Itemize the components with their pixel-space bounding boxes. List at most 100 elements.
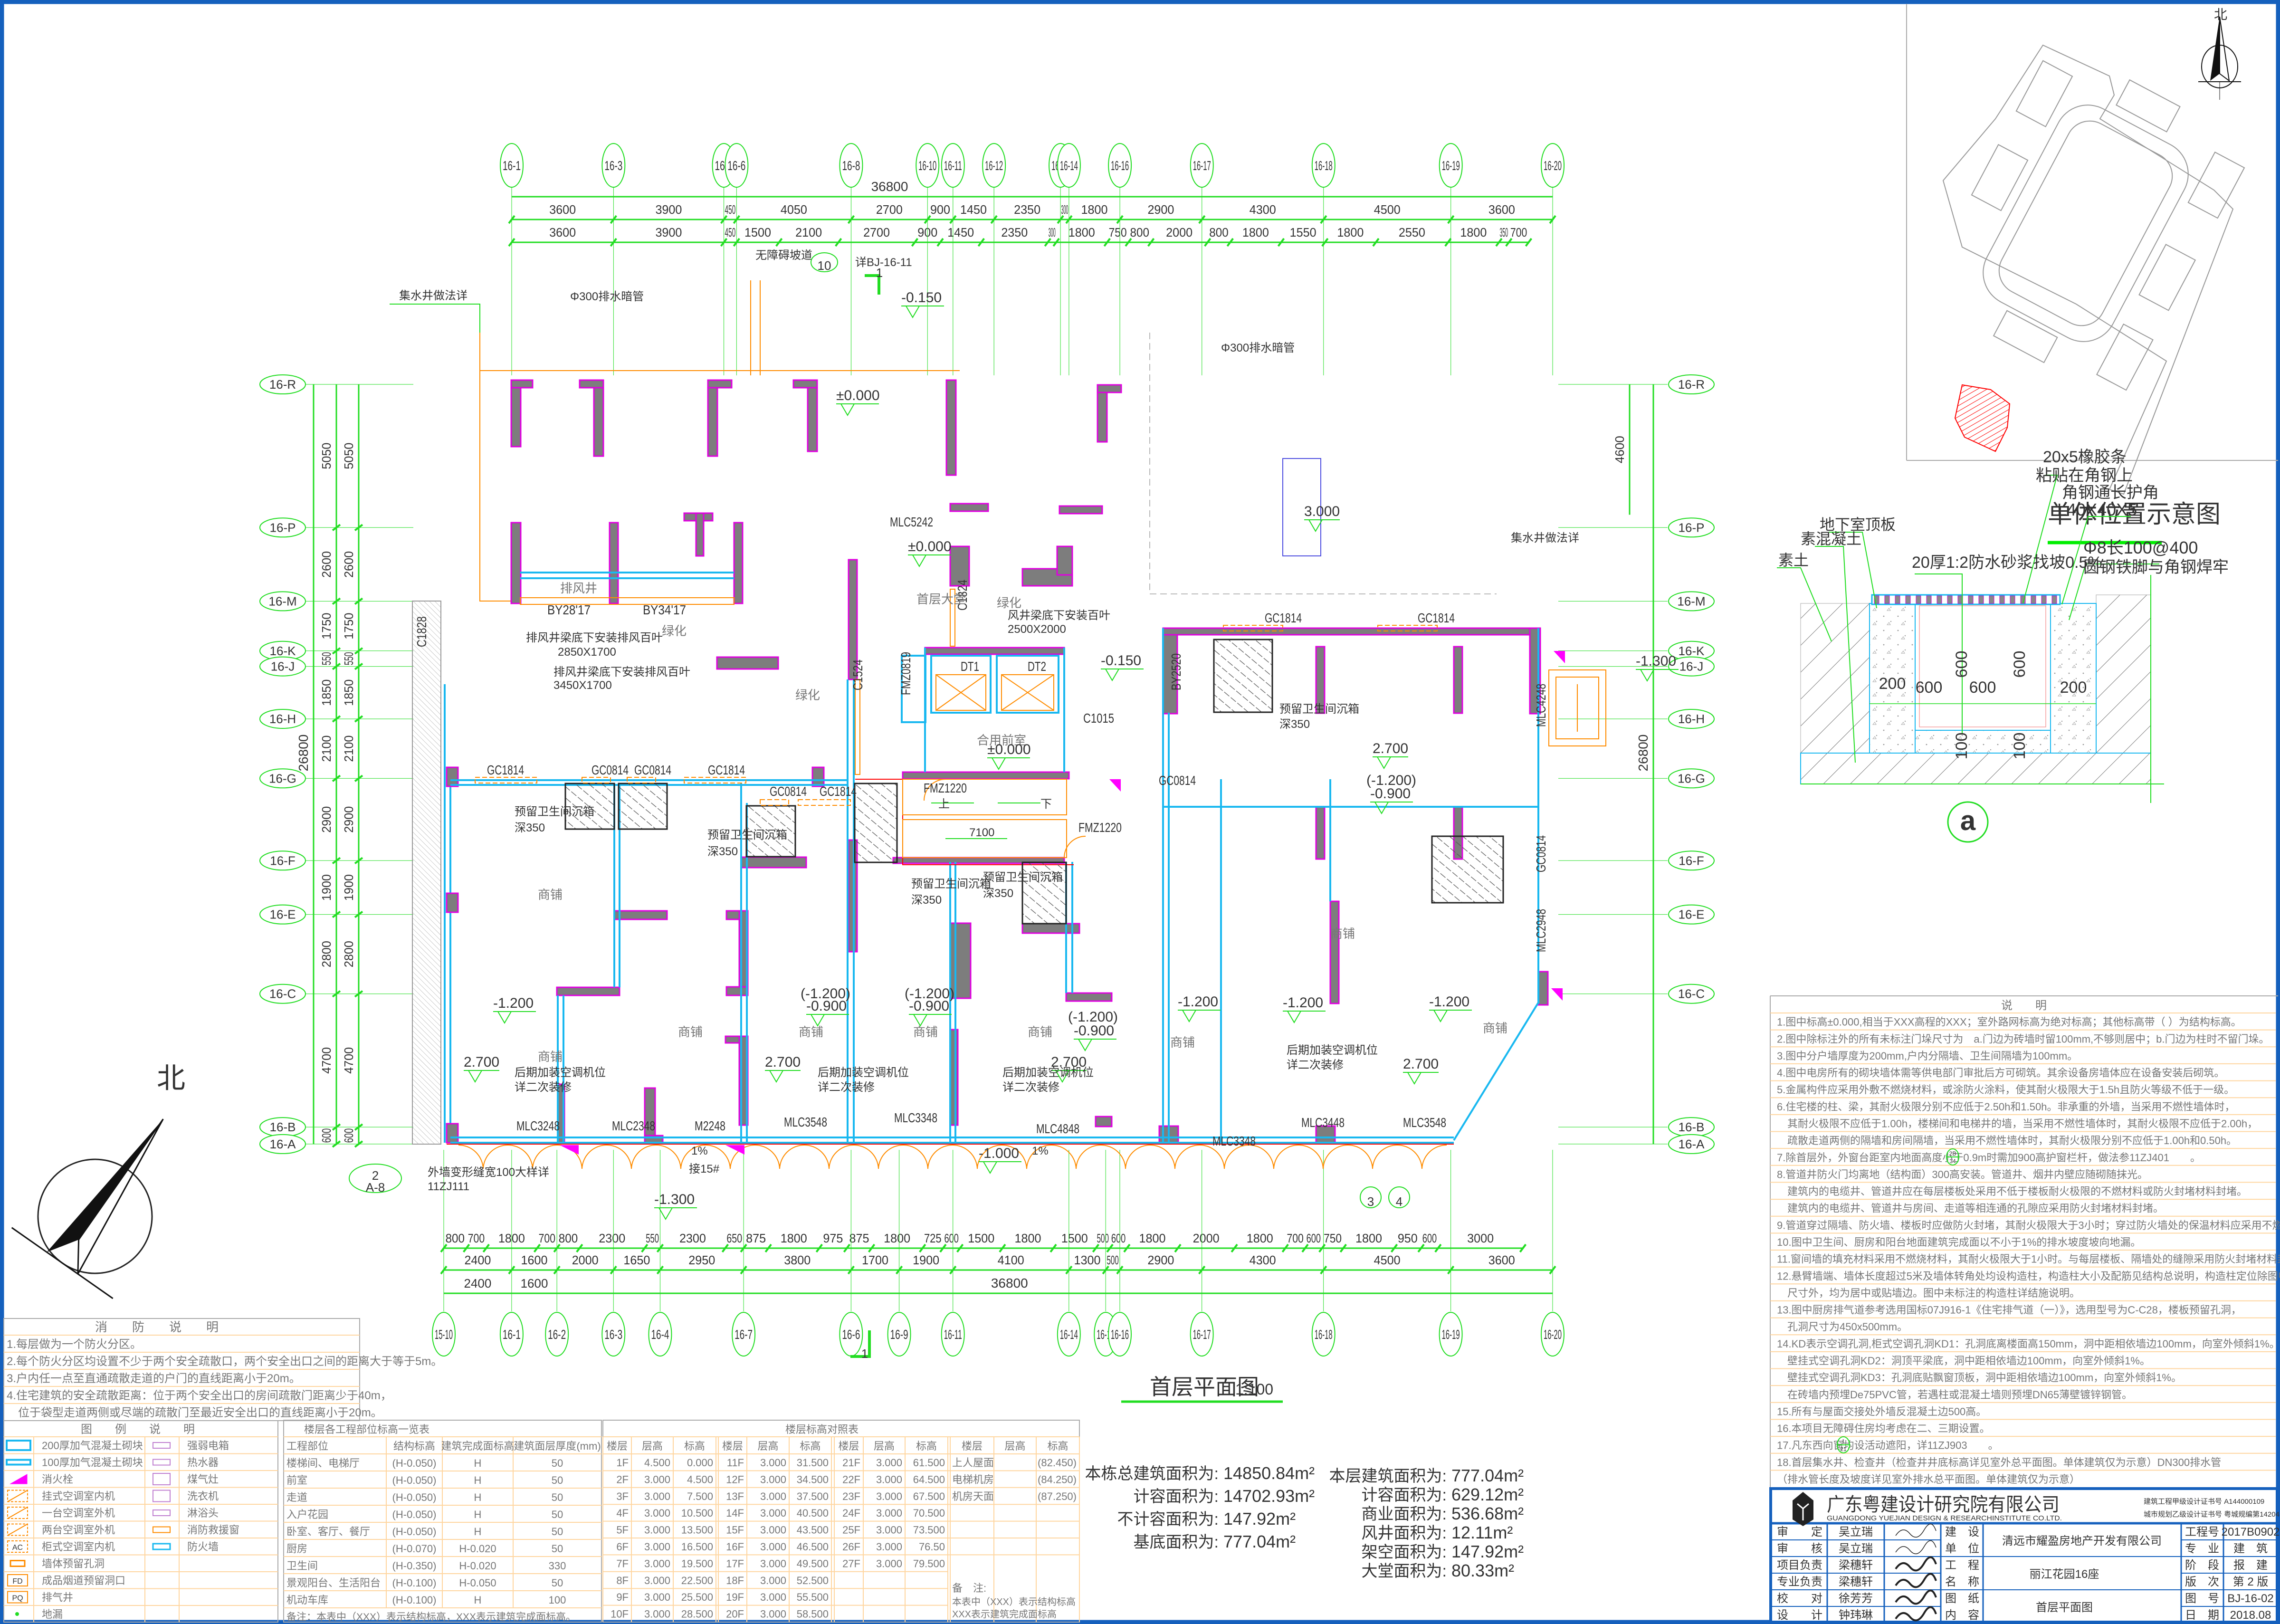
door-window-tag: DT1 [961, 659, 979, 674]
dimension-tick [843, 1243, 851, 1253]
dimension-label: 550 [342, 652, 356, 665]
drain-pipe [1149, 333, 1497, 594]
dimension-tick [956, 1243, 964, 1253]
door-window-tag: GC1814 [487, 763, 524, 777]
plan-note: 预留卫生间沉箱 [911, 878, 991, 890]
axis-bubble [1439, 143, 1463, 188]
elevation-label: 3.000 [1304, 504, 1340, 519]
door-window-tag: BY34'17 [643, 602, 686, 617]
block-200-icon [6, 1440, 31, 1451]
dimension-label: 4700 [319, 1047, 334, 1074]
signature [1895, 1556, 1937, 1572]
grating-bar [1895, 595, 1900, 604]
dimension-label: 725 [924, 1231, 942, 1245]
dimension-label: 800 [446, 1231, 465, 1245]
axis-label: 16-P [1679, 520, 1705, 535]
dimension-tick [1495, 238, 1503, 247]
reference-top: 2B [1949, 1150, 1956, 1157]
company-name-en: GUANGDONG YUEJIAN DESIGN & RESEARCHINSTI… [1827, 1514, 2062, 1522]
door-swing [1100, 1145, 1151, 1169]
axis-label: 16-J [1679, 659, 1704, 674]
dimension-tick [919, 1243, 926, 1253]
dimension-label: 2300 [679, 1231, 706, 1245]
table-cell: 3.000 [760, 1507, 786, 1519]
note-line: 6.住宅楼的柱、梁，其耐火极限分别不应低于2.50h和1.50h。非承重的外墙，… [1777, 1101, 2235, 1113]
dimension-label: 1900 [319, 874, 334, 901]
axis-bubble [1668, 904, 1715, 925]
dimension-label: 700 [1287, 1231, 1303, 1245]
structural-walls [446, 379, 1549, 1144]
axis-bubble [1108, 143, 1132, 188]
room-label: 商铺 [799, 1025, 823, 1039]
certificate-1: 建筑工程甲级设计证书号 A144000109 [2144, 1498, 2264, 1506]
legend-label: 地漏 [42, 1608, 63, 1620]
dimension-label: 2900 [1147, 202, 1174, 217]
elevation-marker [1636, 669, 1679, 682]
axis-label: 16-2 [548, 1327, 566, 1342]
table-cell: 26F [842, 1541, 860, 1553]
table-header: 标高 [916, 1440, 937, 1452]
dimension-label: 3800 [784, 1253, 811, 1267]
table-cell: H [474, 1509, 482, 1520]
podium-outline [479, 333, 518, 602]
note-line: 4.图中电房所有的砌块墙体需等供电部门审批后方可砌筑。其余设备房墙体应在设备安装… [1777, 1067, 2224, 1079]
role-label: 审 定 [1777, 1526, 1822, 1538]
icon-stroke [7, 1490, 28, 1502]
note-line: 12.悬臂墙端、墙体长度超过5米及墙体转角处均设构造柱，构造柱大小及配筋见结构总… [1777, 1270, 2280, 1282]
meta-label: 图 号 [2185, 1592, 2219, 1605]
table-cell: H [474, 1526, 482, 1538]
table-cell: (H-0.100) [392, 1594, 437, 1606]
dimension-label: 875 [746, 1231, 766, 1245]
axis-label: 16-1 [503, 158, 521, 173]
plan-note: 预留卫生间沉箱 [707, 829, 787, 841]
plan-note: 深350 [911, 894, 942, 907]
door-window-tag: GC0814 [591, 763, 629, 777]
grating-bar [2051, 595, 2057, 604]
plan-note: Φ300排水暗管 [570, 290, 644, 303]
meta-label: 工程号 [2185, 1526, 2219, 1538]
section-marker-label: 4 [1396, 1194, 1402, 1209]
table-cell: 14F [726, 1507, 744, 1519]
notes-title: 说 明 [2001, 999, 2047, 1012]
elevation-marker [987, 757, 1030, 770]
legend-icon-text: PQ [12, 1595, 23, 1603]
table-cell: (H-0.050) [392, 1457, 437, 1469]
axis-label: 16-G [269, 771, 296, 785]
plan-note: 排风井梁底下安装排风百叶 [553, 666, 690, 678]
door-swing [903, 1145, 953, 1169]
dimension-label: 1800 [1068, 225, 1095, 239]
electric-box-icon [153, 1442, 171, 1449]
dimension-label: 1500 [744, 225, 771, 239]
table-cell: 19.500 [681, 1557, 713, 1569]
note-line: 15.所有与屋面交接处外墙反混凝土边500高。 [1777, 1405, 1986, 1417]
detail-dimension: 600 [2011, 651, 2029, 678]
dimension-label: 4500 [1374, 202, 1401, 217]
door-window-tag: MLC5242 [890, 515, 933, 529]
dimension-tick [868, 1243, 876, 1253]
shower-head-icon [153, 1509, 171, 1516]
table-header: 层高 [757, 1440, 778, 1452]
meta-value: 建 筑 [2233, 1542, 2268, 1555]
single-outdoor-unit-icon [7, 1507, 28, 1519]
dimension-label: 3600 [549, 202, 576, 217]
grating-bar [1989, 595, 1994, 604]
area-label: 商业面积为: [1362, 1505, 1447, 1523]
room-label: 商铺 [913, 1025, 938, 1039]
table-cell: 19F [726, 1591, 744, 1603]
area-statistics: 本栋总建筑面积为:14850.84m²计容面积为:14702.93m²不计容面积… [1085, 1463, 1524, 1580]
table-cell: (H-0.070) [392, 1543, 437, 1555]
elevation-label: 2.700 [1403, 1056, 1439, 1072]
axis-bubble [1668, 656, 1715, 677]
dimension-label: 2950 [688, 1253, 715, 1267]
table-cell: 前室 [286, 1474, 307, 1486]
elevation-marker [765, 1070, 801, 1083]
dimension-label: 1800 [1247, 1231, 1273, 1245]
dimension-total-label: 26800 [1636, 735, 1650, 772]
drawing-title: 首层平面图 [1150, 1375, 1259, 1399]
dimension-label: 2800 [342, 941, 356, 967]
field-label: 名 称 [1945, 1576, 1979, 1588]
fire-note-line: 位于袋型走道两侧或尽端的疏散门至最近安全出口的直线距离小于20m。 [7, 1406, 382, 1419]
